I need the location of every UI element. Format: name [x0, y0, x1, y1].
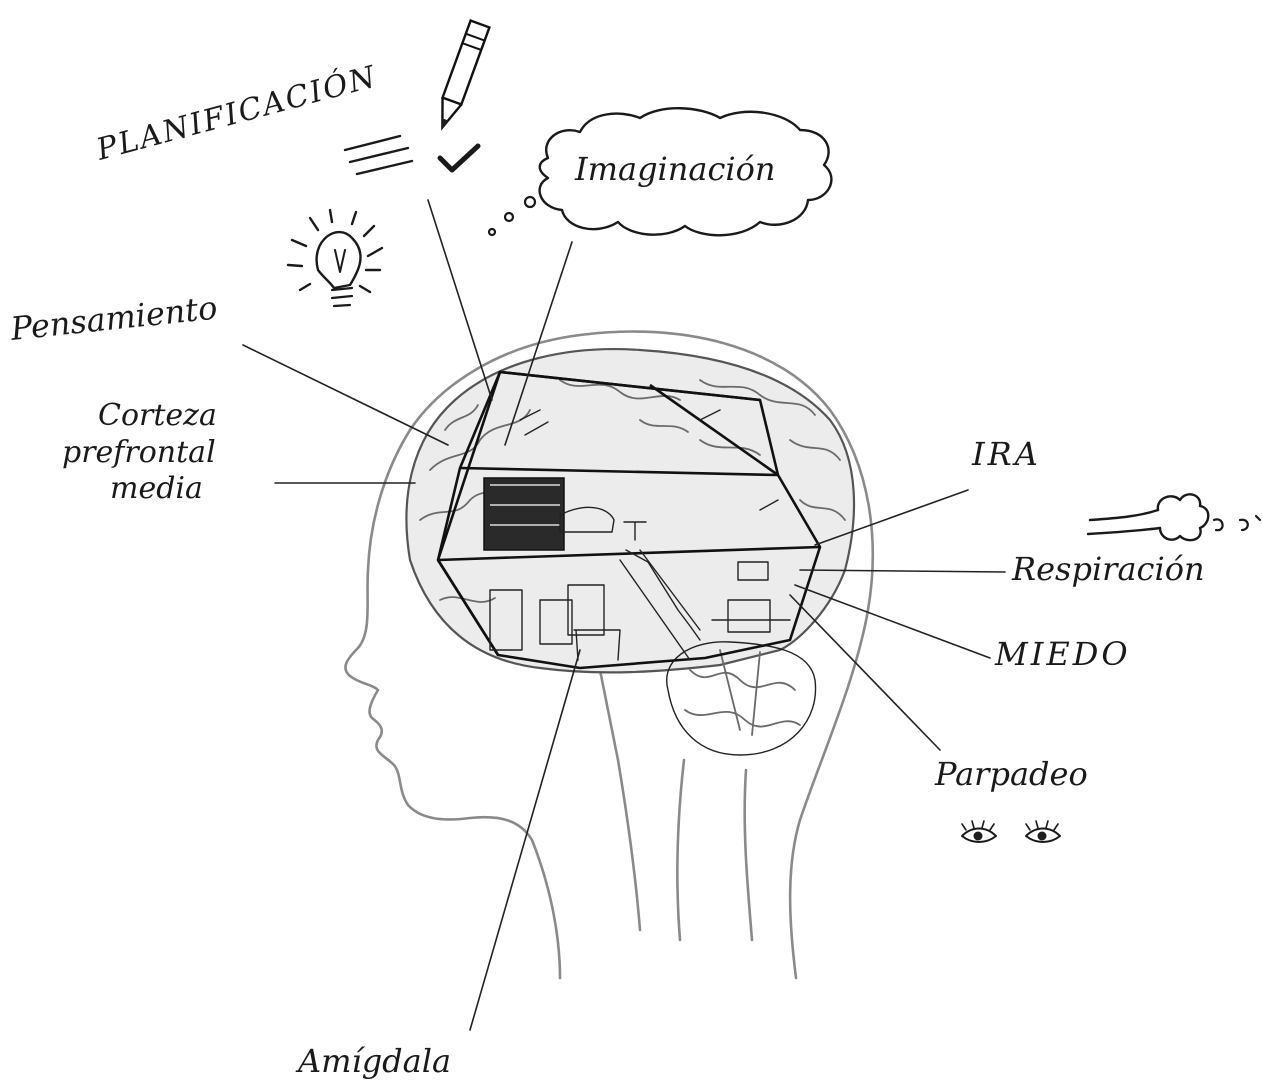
label-imaginacion: Imaginación: [574, 150, 776, 188]
brain: [405, 347, 856, 674]
leader-pensamiento: [242, 344, 449, 446]
label-ira: IRA: [971, 435, 1041, 473]
leader-lines: [242, 199, 1006, 1031]
label-corteza-line2: prefrontal: [62, 435, 216, 470]
leader-planificacion: [427, 199, 493, 401]
label-pensamiento: Pensamiento: [8, 288, 219, 348]
label-respiracion: Respiración: [1011, 550, 1205, 588]
pencil-icon: [441, 19, 491, 131]
cerebellum: [666, 641, 817, 756]
leader-respiracion: [799, 569, 1006, 573]
label-corteza-line1: Corteza: [98, 398, 217, 433]
label-amigdala: Amígdala: [295, 1042, 451, 1080]
eye-icon: [961, 820, 997, 843]
head-silhouette: [344, 330, 875, 980]
leader-imaginacion: [504, 241, 573, 446]
leader-amigdala: [469, 649, 581, 1031]
light-bulb-icon: [286, 208, 384, 308]
leader-parpadeo: [789, 594, 941, 751]
leader-ira: [814, 489, 969, 546]
label-corteza-line3: media: [110, 471, 203, 506]
eye-icon: [1025, 820, 1061, 843]
label-miedo: MIEDO: [994, 635, 1131, 673]
leader-miedo: [794, 584, 991, 659]
thought-cloud-icon: [487, 107, 833, 237]
checklist-icon: [343, 134, 481, 176]
house: [436, 370, 822, 670]
label-planificacion: PLANIFICACIÓN: [92, 58, 381, 168]
label-parpadeo: Parpadeo: [934, 755, 1088, 793]
breath-puff-icon: [1086, 493, 1262, 542]
